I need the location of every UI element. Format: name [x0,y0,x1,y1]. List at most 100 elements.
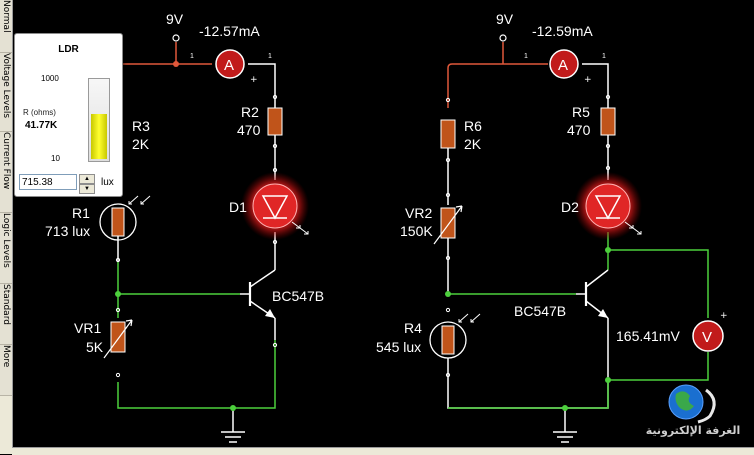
voltmeter-symbol: V [702,329,712,346]
resistance-label: R (ohms) [23,108,56,117]
light-level-fill [91,113,107,159]
ldr-r4[interactable] [429,321,467,359]
tab-voltage-levels-label: Voltage Levels [1,53,11,119]
wire [582,63,609,108]
resistor-r6[interactable] [440,119,456,149]
variable-resistor-vr1[interactable] [110,321,126,353]
pin-markers [115,94,278,378]
ammeter[interactable] [215,49,245,79]
r3-value: 2K [132,136,150,152]
light-sense-icon [458,313,481,323]
ldr-r1[interactable] [99,203,137,241]
d2-label: D2 [561,199,579,215]
tab-logic-levels[interactable]: Logic Levels [0,213,12,284]
ground-wire [117,340,276,409]
pin-number: 1 [524,53,528,60]
ldr-properties-panel[interactable]: LDR 1000 R (ohms) 41.77K 10 ▲ ▼ lux [14,33,123,197]
tab-voltage-levels[interactable]: Voltage Levels [0,53,12,132]
diode-icon [261,195,289,220]
junction-dot [230,405,236,411]
plus-sign: + [250,75,258,85]
vr1-value: 5K [86,339,104,355]
ground-wire [448,380,609,409]
emitter-arrow-icon [598,309,608,318]
tab-logic-levels-label: Logic Levels [1,213,11,268]
diode-icon [594,195,622,220]
schematic-canvas[interactable]: 9V A -12.57mA + R2 470 R3 2K D1 R1 713 l… [12,0,754,447]
pin-number: 1 [602,53,606,60]
junction-dot [605,247,611,253]
wire [248,63,276,108]
ground-wire [447,318,609,409]
ammeter[interactable] [549,49,579,79]
ammeter-reading: -12.59mA [532,23,593,39]
r2-value: 470 [237,122,261,138]
transistor-collector [585,269,609,288]
vr2-value: 150K [400,223,433,239]
transistor-collector [249,269,276,288]
panel-title: LDR [58,44,79,55]
supply-wire [447,63,548,108]
bottom-tab-strip[interactable] [12,447,754,455]
junction-dot [173,61,179,67]
junction-dot [605,377,611,383]
lux-unit: lux [101,177,114,188]
tab-standard[interactable]: Standard [0,284,12,345]
junction-dot [562,405,568,411]
logo-text: الغرفة الإلكترونية [645,424,741,437]
pin-number: 1 [190,53,194,60]
r1-label: R1 [72,205,90,221]
led-d1[interactable] [252,183,298,229]
pin-markers [445,94,611,378]
r5-value: 470 [567,122,591,138]
supply-label: 9V [496,11,514,27]
voltmeter[interactable] [692,320,724,352]
resistor-r5[interactable] [600,107,616,136]
tab-normal[interactable]: Normal [0,0,12,53]
r4-value: 545 lux [376,339,421,355]
lux-input[interactable] [19,174,77,190]
view-mode-tab-strip: Normal Voltage Levels Current Flow Logic… [0,0,13,454]
ldr-r4-body [441,325,455,355]
r1-value: 713 lux [45,223,90,239]
scale-min-label: 10 [51,154,60,163]
supply-terminal[interactable] [499,34,507,42]
ldr-r1-body [111,207,125,237]
ammeter-reading: -12.57mA [199,23,260,39]
r3-label: R3 [132,118,150,134]
transistor-label: BC547B [514,303,566,319]
vr2-label: VR2 [405,205,432,221]
r5-label: R5 [572,104,590,120]
resistance-value: 41.77K [25,120,58,131]
r6-value: 2K [464,136,482,152]
spin-up-icon[interactable]: ▲ [79,174,95,184]
scale-max-label: 1000 [41,74,59,83]
light-sense-icon [128,195,151,205]
variable-resistor-vr2[interactable] [440,207,456,239]
right-circuit: 9V A -12.59mA + R5 470 R6 2K D2 VR2 150K… [376,11,728,443]
led-d2[interactable] [585,183,631,229]
tab-standard-label: Standard [1,284,11,325]
tab-more-label: More [1,345,11,368]
vr1-label: VR1 [74,320,101,336]
resistor-r2[interactable] [267,107,283,136]
lux-spinner[interactable]: ▲ ▼ [79,174,95,194]
voltmeter-reading: 165.41mV [616,328,680,344]
ammeter-symbol: A [558,57,568,74]
light-level-slider[interactable] [88,78,110,162]
tab-normal-label: Normal [1,0,11,33]
supply-label: 9V [166,11,184,27]
plus-sign: + [584,75,592,85]
plus-sign: + [720,311,728,321]
tab-current-flow[interactable]: Current Flow [0,132,12,213]
globe-icon [668,384,716,424]
tab-more[interactable]: More [0,345,12,396]
junction-dot [445,291,451,297]
supply-terminal[interactable] [172,34,180,42]
tab-current-flow-label: Current Flow [1,132,11,190]
transistor-label: BC547B [272,288,324,304]
emitter-arrow-icon [265,309,275,318]
spin-down-icon[interactable]: ▼ [79,184,95,194]
r2-label: R2 [241,104,259,120]
voltmeter-wire [608,352,709,381]
